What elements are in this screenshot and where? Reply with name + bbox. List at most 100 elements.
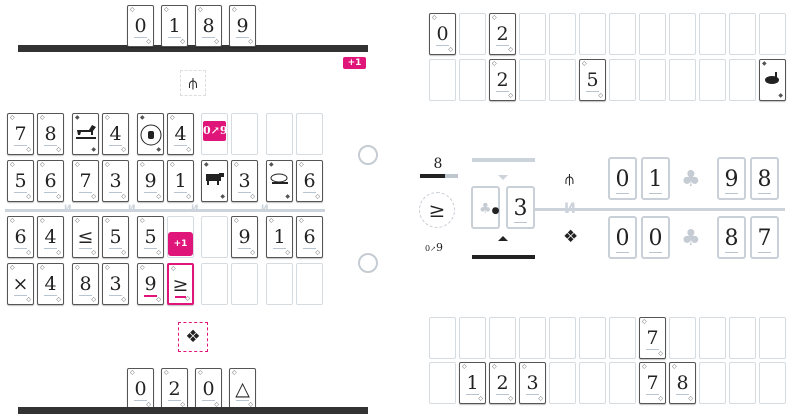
number-card[interactable]: ◇6◇ [296, 216, 323, 258]
hand-card[interactable]: ◆◆ [137, 113, 164, 155]
number-card[interactable]: ◇4◇ [102, 113, 129, 155]
empty-slot[interactable] [579, 13, 606, 55]
empty-slot[interactable] [729, 59, 756, 101]
number-card[interactable]: ◇3◇ [102, 263, 129, 305]
empty-slot[interactable] [549, 13, 576, 55]
number-card[interactable]: ◇3◇ [231, 160, 258, 202]
empty-slot[interactable] [231, 113, 258, 155]
empty-slot[interactable] [699, 13, 726, 55]
number-card[interactable]: ◇9◇ [137, 160, 164, 202]
empty-slot[interactable] [699, 362, 726, 404]
empty-slot[interactable] [669, 13, 696, 55]
top-hand-card[interactable]: ◇8◇ [195, 5, 222, 47]
empty-slot[interactable] [231, 263, 258, 305]
number-card[interactable]: ◇7◇ [7, 113, 34, 155]
number-card[interactable]: ◇8◇ [37, 113, 64, 155]
bottom-player-shelf [18, 407, 368, 414]
number-card[interactable]: ◇5◇ [137, 216, 164, 258]
empty-slot[interactable] [729, 362, 756, 404]
number-card[interactable]: ◇0◇ [429, 13, 456, 55]
bottom-hand-card[interactable]: ◇2◇ [161, 368, 188, 410]
empty-slot[interactable] [459, 59, 486, 101]
empty-slot[interactable] [429, 362, 456, 404]
empty-slot[interactable] [266, 263, 293, 305]
number-card[interactable]: ◇3◇ [102, 160, 129, 202]
slot-ring-top[interactable] [358, 145, 378, 165]
empty-slot[interactable] [201, 263, 228, 305]
horse-card[interactable]: ◆◆ [72, 113, 99, 155]
empty-slot[interactable] [699, 59, 726, 101]
number-card[interactable]: ◇5◇ [579, 59, 606, 101]
empty-slot[interactable] [609, 59, 636, 101]
number-card[interactable]: ◇≥◇ [167, 263, 194, 305]
empty-slot[interactable] [609, 13, 636, 55]
empty-slot[interactable] [429, 317, 456, 359]
number-card[interactable]: ◇3◇ [519, 362, 546, 404]
bottom-hand-card[interactable]: ◇0◇ [127, 368, 154, 410]
empty-slot[interactable] [759, 317, 786, 359]
rabbit-card[interactable]: ◆◆ [759, 59, 786, 101]
bottom-hand-card[interactable]: ◇△◇ [229, 368, 256, 410]
number-card[interactable]: ◇1◇ [266, 216, 293, 258]
empty-slot[interactable] [429, 59, 456, 101]
number-card[interactable]: ◇9◇ [137, 263, 164, 305]
empty-slot[interactable] [669, 59, 696, 101]
number-card[interactable]: ◇2◇ [489, 59, 516, 101]
empty-slot[interactable] [489, 317, 516, 359]
number-card[interactable]: ◇2◇ [489, 13, 516, 55]
empty-slot[interactable] [549, 317, 576, 359]
empty-slot[interactable] [519, 13, 546, 55]
empty-slot[interactable] [296, 113, 323, 155]
number-card[interactable]: ◇8◇ [72, 263, 99, 305]
empty-slot[interactable] [699, 317, 726, 359]
suit-icon: ♣ [681, 167, 701, 192]
empty-slot[interactable] [519, 317, 546, 359]
number-card[interactable]: ◇5◇ [102, 216, 129, 258]
number-card[interactable]: ◇6◇ [37, 160, 64, 202]
empty-slot[interactable] [669, 317, 696, 359]
empty-slot[interactable] [759, 13, 786, 55]
empty-slot[interactable] [639, 59, 666, 101]
slot-ring-bottom[interactable] [358, 253, 378, 273]
empty-slot[interactable] [459, 13, 486, 55]
empty-slot[interactable] [729, 13, 756, 55]
empty-slot[interactable] [266, 113, 293, 155]
empty-slot[interactable] [296, 263, 323, 305]
empty-slot[interactable] [729, 317, 756, 359]
empty-slot[interactable] [759, 362, 786, 404]
empty-slot[interactable] [609, 317, 636, 359]
number-card[interactable]: ◇6◇ [7, 216, 34, 258]
empty-slot[interactable] [549, 59, 576, 101]
number-card[interactable]: ◇1◇ [167, 160, 194, 202]
empty-slot[interactable] [459, 317, 486, 359]
empty-slot[interactable] [579, 362, 606, 404]
empty-slot[interactable] [519, 59, 546, 101]
number-card[interactable]: ◇≤◇ [72, 216, 99, 258]
top-hand-card[interactable]: ◇9◇ [229, 5, 256, 47]
number-card[interactable]: ◇7◇ [72, 160, 99, 202]
number-card[interactable]: ◇5◇ [7, 160, 34, 202]
number-card[interactable]: ◇4◇ [37, 216, 64, 258]
number-card[interactable]: ◇2◇ [489, 362, 516, 404]
number-card[interactable]: ◇×◇ [7, 263, 34, 305]
empty-slot[interactable] [639, 13, 666, 55]
empty-slot[interactable] [549, 362, 576, 404]
bottom-hand-card[interactable]: ◇0◇ [195, 368, 222, 410]
empty-slot[interactable] [609, 362, 636, 404]
top-hand-card[interactable]: ◇1◇ [161, 5, 188, 47]
number-card[interactable]: ◇4◇ [37, 263, 64, 305]
cow-card[interactable]: ◆◆ [201, 160, 228, 202]
number-card[interactable]: ◇7◇ [639, 362, 666, 404]
empty-slot[interactable] [201, 216, 228, 258]
empty-slot[interactable] [579, 317, 606, 359]
sheep-card[interactable]: ◆◆ [266, 160, 293, 202]
top-hand-card[interactable]: ◇0◇ [127, 5, 154, 47]
horse-icon [73, 124, 98, 145]
number-card[interactable]: ◇8◇ [669, 362, 696, 404]
number-card[interactable]: ◇4◇ [167, 113, 194, 155]
number-card[interactable]: ◇1◇ [459, 362, 486, 404]
card-value: 5 [144, 226, 157, 248]
number-card[interactable]: ◇9◇ [231, 216, 258, 258]
number-card[interactable]: ◇7◇ [639, 317, 666, 359]
number-card[interactable]: ◇6◇ [296, 160, 323, 202]
